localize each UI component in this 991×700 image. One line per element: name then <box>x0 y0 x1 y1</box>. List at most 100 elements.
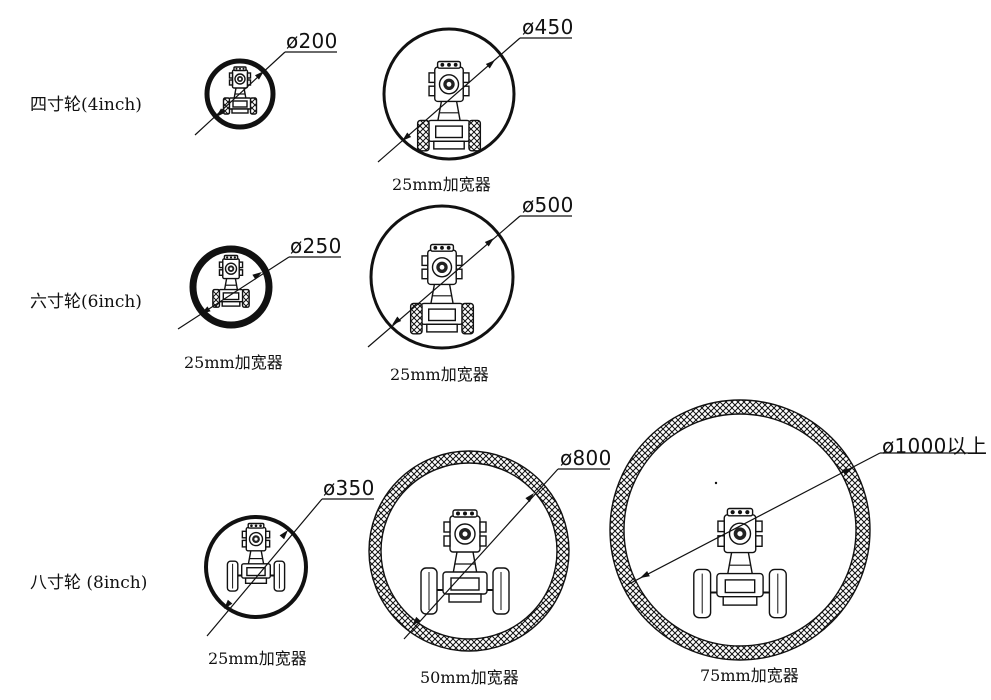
chassis-panel <box>724 579 756 594</box>
dimension-arrow <box>485 60 495 69</box>
config-4inch-200 <box>194 51 337 136</box>
side-lamp <box>238 261 244 269</box>
rear-cover <box>448 593 482 603</box>
diameter-label-250: ø250 <box>290 234 342 258</box>
led <box>446 245 451 250</box>
side-lamp <box>479 521 487 533</box>
chassis-panel <box>435 125 464 139</box>
chassis-panel <box>246 567 266 577</box>
side-lamp <box>755 535 763 547</box>
side-lamp <box>228 72 234 79</box>
lift-arm <box>455 101 462 123</box>
leader-line <box>367 215 521 348</box>
side-lamp <box>265 530 271 539</box>
dimension-arrow <box>525 493 534 503</box>
diameter-label-200: ø200 <box>286 29 338 53</box>
row-label-8inch: 八寸轮 (8inch) <box>30 573 148 593</box>
wheel <box>409 302 423 335</box>
chassis-panel <box>232 100 248 108</box>
dimension-arrow <box>254 71 264 80</box>
lens-highlight <box>439 264 445 270</box>
dimension-arrow <box>216 108 226 117</box>
side-lamp <box>462 72 470 84</box>
dimension-arrow <box>392 316 402 325</box>
dimension-arrow <box>201 306 211 314</box>
extender-label-1000: 75mm加宽器 <box>700 666 799 685</box>
rear-cover <box>244 577 268 584</box>
extender-label-800: 50mm加宽器 <box>420 668 519 687</box>
config-8inch-1000 <box>609 399 986 661</box>
dimension-arrow <box>412 616 421 626</box>
side-lamp <box>428 85 436 97</box>
side-lamp <box>241 530 247 539</box>
led <box>737 510 743 515</box>
dimension-arrow <box>252 272 262 280</box>
leader-line <box>403 468 559 640</box>
led <box>254 524 258 528</box>
side-lamp <box>218 269 224 276</box>
led <box>453 62 458 67</box>
config-4inch-450 <box>377 27 572 163</box>
diameter-label-450: ø450 <box>522 15 574 39</box>
chassis-panel <box>222 292 240 301</box>
rear-cover <box>221 301 241 307</box>
lens-highlight <box>229 267 233 271</box>
led <box>259 524 262 528</box>
side-lamp <box>228 79 234 86</box>
config-6inch-500 <box>367 204 572 350</box>
lens-highlight <box>254 537 258 541</box>
side-lamp <box>238 269 244 276</box>
leader-line <box>177 256 290 330</box>
leader-line <box>626 452 881 586</box>
dimension-arrow <box>279 530 288 540</box>
led <box>239 67 241 70</box>
extender-label-450: 25mm加宽器 <box>392 175 491 194</box>
leader-line <box>194 51 286 136</box>
speck <box>714 481 718 485</box>
row-label-6inch: 六寸轮(6inch) <box>30 292 142 312</box>
side-lamp <box>455 255 463 267</box>
extender-label-500: 25mm加宽器 <box>390 365 489 384</box>
rear-cover <box>433 140 465 150</box>
led <box>242 67 245 70</box>
config-8inch-800 <box>368 450 610 652</box>
side-lamp <box>443 535 451 547</box>
led <box>433 245 438 250</box>
lift-arm <box>726 552 733 576</box>
led <box>470 511 474 516</box>
dimension-arrow <box>842 468 852 476</box>
lift-arm <box>436 101 443 123</box>
led <box>235 67 238 70</box>
dimension-arrow <box>640 570 650 578</box>
wheel <box>249 97 258 115</box>
diameter-label-800: ø800 <box>560 446 612 470</box>
side-lamp <box>265 539 271 548</box>
leader-line <box>206 498 323 637</box>
side-lamp <box>443 521 451 533</box>
lift-arm <box>429 284 436 306</box>
lens-highlight <box>446 81 452 87</box>
led <box>447 62 451 67</box>
led <box>730 510 735 515</box>
lift-arm <box>448 284 455 306</box>
side-lamp <box>479 535 487 547</box>
side-lamp <box>462 85 470 97</box>
diameter-label-500: ø500 <box>522 193 574 217</box>
diameter-label-350: ø350 <box>323 476 375 500</box>
lift-arm <box>747 552 754 576</box>
side-lamp <box>241 539 247 548</box>
wheel <box>416 119 430 152</box>
chassis-panel <box>428 308 457 322</box>
config-6inch-250 <box>177 245 341 330</box>
pipe-circle <box>189 245 273 329</box>
led <box>250 524 253 528</box>
chassis-panel <box>450 577 480 591</box>
lift-arm <box>260 550 265 566</box>
lens-highlight <box>238 77 242 81</box>
wheel <box>468 119 482 152</box>
side-lamp <box>218 261 224 269</box>
side-lamp <box>421 268 429 280</box>
led <box>463 511 467 516</box>
config-8inch-350 <box>204 498 374 637</box>
